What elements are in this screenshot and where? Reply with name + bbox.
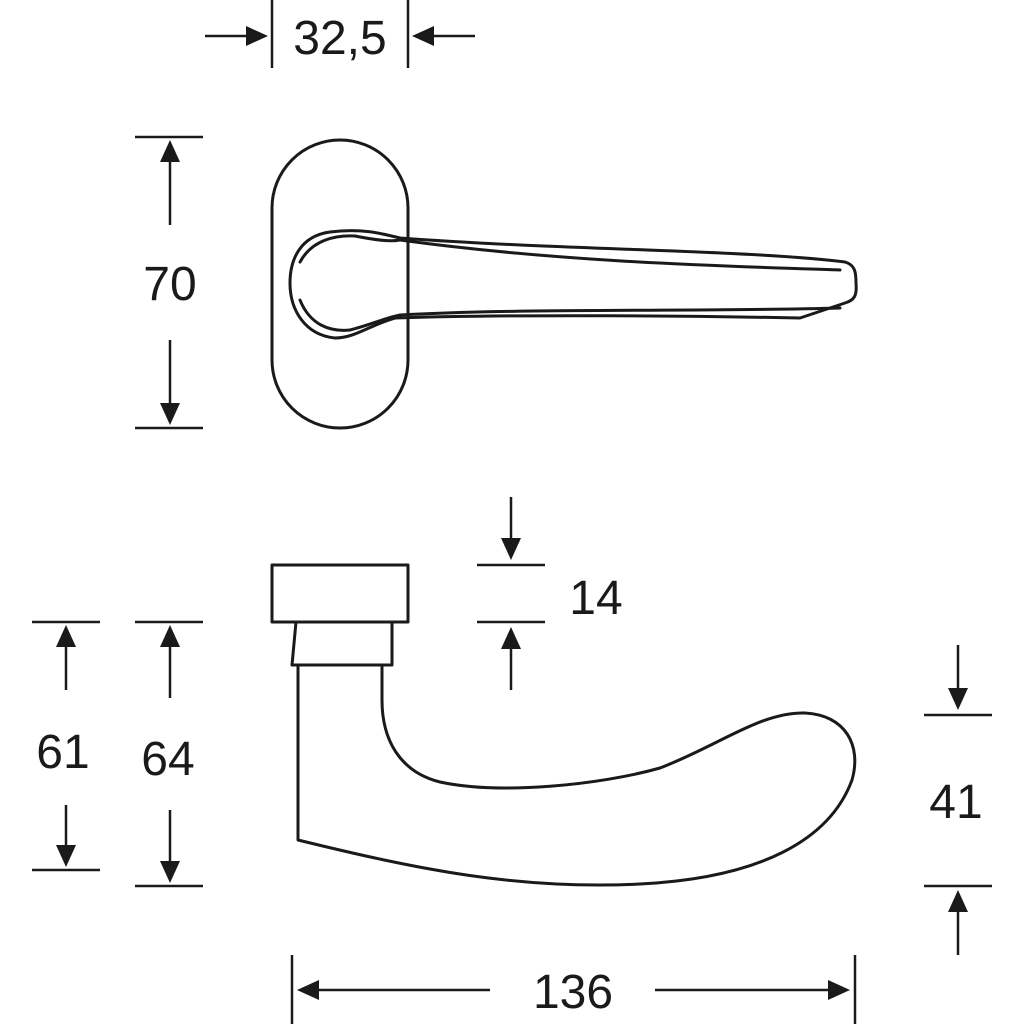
lever-edge-line: [298, 298, 842, 332]
lever-edge-line: [298, 234, 402, 264]
rosette-side: [270, 563, 410, 624]
top-view-handle: [270, 138, 858, 430]
lever-side-view: [296, 663, 857, 887]
dimension-rosette-height: 70: [135, 135, 203, 430]
dimension-label: 64: [141, 733, 194, 786]
dimension-lever-height: 41: [924, 645, 992, 955]
dimension-label: 32,5: [293, 12, 386, 65]
oval-rosette: [270, 138, 410, 430]
dimension-61: 61: [32, 620, 100, 872]
dimension-label: 70: [143, 258, 196, 311]
lever-edge-line: [398, 238, 842, 272]
dimension-label: 41: [929, 776, 982, 829]
neck: [290, 620, 394, 667]
dimension-64: 64: [135, 620, 203, 888]
side-view-handle: [270, 563, 857, 887]
dimension-rosette-depth: 14: [477, 497, 623, 690]
dimension-lever-length: 136: [290, 955, 857, 1024]
dimension-label: 136: [533, 966, 613, 1019]
dimension-label: 61: [36, 726, 89, 779]
lever-top-view: [288, 229, 858, 340]
dimension-rosette-width: 32,5: [205, 0, 475, 68]
dimension-label: 14: [569, 572, 622, 625]
